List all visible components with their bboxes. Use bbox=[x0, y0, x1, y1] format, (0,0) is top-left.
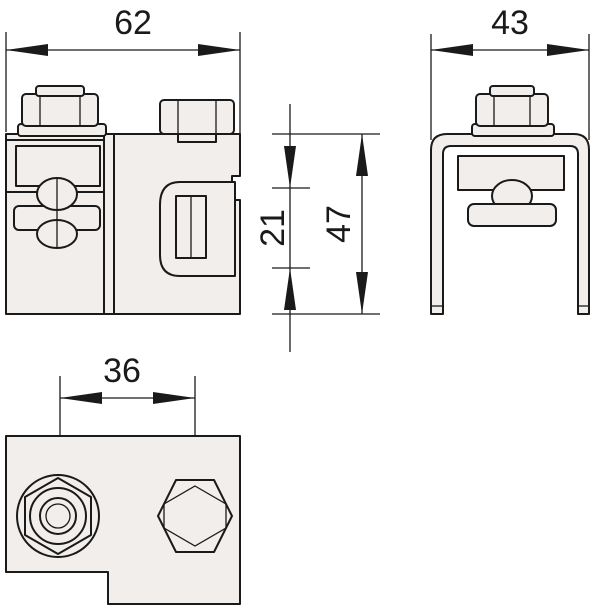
height-dimensions: 21 47 bbox=[254, 104, 380, 352]
dimension-21-label: 21 bbox=[254, 209, 292, 247]
bolt-head-right bbox=[159, 99, 235, 135]
nut-side bbox=[475, 93, 549, 127]
dimension-43-label: 43 bbox=[491, 4, 529, 42]
dimension-36-label: 36 bbox=[103, 352, 141, 390]
side-view: 43 bbox=[430, 4, 590, 315]
dimension-36: 36 bbox=[60, 352, 195, 404]
u-bracket bbox=[430, 133, 590, 315]
dimension-43: 43 bbox=[431, 4, 589, 56]
dimension-47-label: 47 bbox=[320, 205, 358, 243]
nut-left bbox=[21, 93, 99, 127]
front-view: 62 bbox=[5, 4, 241, 315]
dimension-21: 21 bbox=[254, 104, 296, 352]
saddle-side bbox=[467, 203, 557, 227]
dimension-62-label: 62 bbox=[114, 4, 152, 42]
dimension-62: 62 bbox=[6, 4, 240, 56]
top-view: 36 bbox=[5, 352, 241, 605]
bolt-head-top-right bbox=[157, 479, 233, 553]
dimension-47: 47 bbox=[320, 134, 368, 314]
nut-top-left bbox=[16, 474, 100, 558]
